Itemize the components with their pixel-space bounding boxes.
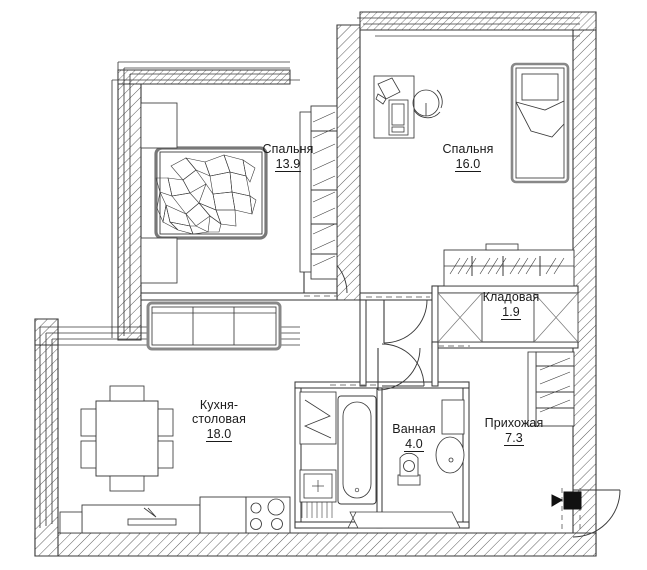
exterior-walls (34, 11, 597, 557)
storage-shelving (437, 292, 579, 343)
stove-burners (250, 498, 285, 530)
sink-icon (435, 399, 465, 474)
sofa (146, 301, 282, 351)
double-bed-bedroom-1 (154, 146, 268, 240)
bathroom-fixtures (299, 391, 465, 529)
wardrobe-hallway (527, 351, 575, 427)
bedside-elements-bedroom-1 (140, 102, 178, 284)
single-bed-bedroom-2 (510, 62, 570, 184)
computer-tower-icon (388, 99, 409, 136)
toilet-icon (397, 452, 421, 486)
monitor-icon (375, 77, 401, 105)
bed-crumpled-blanket-pattern (155, 154, 257, 235)
desk-and-chair-bedroom-2 (373, 75, 443, 139)
kitchen-counter (59, 496, 291, 534)
entrance-marker (551, 488, 582, 533)
office-chair-icon (412, 89, 443, 119)
wardrobe-bedroom-1 (299, 105, 338, 280)
doors (303, 249, 621, 538)
wardrobe-above-storage (443, 243, 575, 287)
dining-table-set (80, 385, 174, 492)
